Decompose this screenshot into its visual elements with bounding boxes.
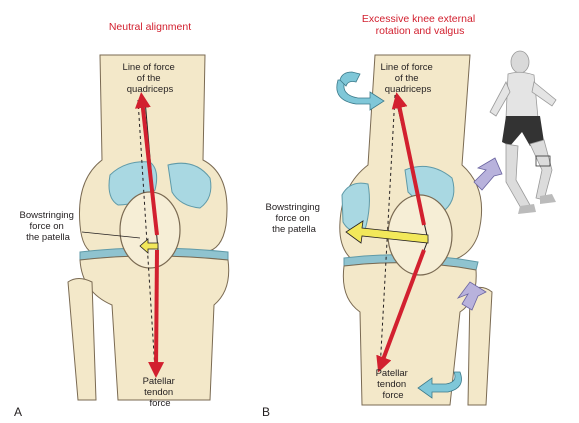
- fibula-bone-a: [68, 279, 96, 401]
- bowstring-label-b-line1: Bowstringing: [265, 202, 319, 213]
- tendon-label-a: Patellar tendon force: [143, 376, 178, 409]
- quad-label-a-line3: quadriceps: [127, 84, 174, 95]
- bowstring-label-b: Bowstringing force on the patella: [265, 202, 322, 235]
- panel-b: Excessive knee external rotation and val…: [262, 13, 556, 419]
- panel-b-title-line1: Excessive knee external: [362, 13, 475, 25]
- panel-b-title: Excessive knee external rotation and val…: [362, 13, 478, 37]
- bowstring-label-a: Bowstringing force on the patella: [19, 210, 76, 243]
- femoral-cartilage-b: [342, 183, 369, 231]
- valgus-arrow-upper-icon: [474, 158, 502, 190]
- tendon-label-a-line1: Patellar: [143, 376, 175, 387]
- quad-label-b-line3: quadriceps: [385, 84, 432, 95]
- bowstring-label-b-line3: the patella: [272, 224, 317, 235]
- tendon-label-a-line2: tendon: [144, 387, 173, 398]
- patella-a: [120, 192, 180, 268]
- panel-b-letter: B: [262, 405, 270, 419]
- patellar-tendon-force-arrow-a: [156, 250, 157, 370]
- bowstring-label-a-line2: force on: [30, 221, 64, 232]
- quad-label-a-line2: of the: [137, 73, 161, 84]
- bowstring-label-b-line2: force on: [276, 213, 310, 224]
- tendon-label-b-line3: force: [382, 390, 403, 401]
- tendon-label-b-line2: tendon: [377, 379, 406, 390]
- panel-b-title-line2: rotation and valgus: [376, 25, 465, 37]
- tendon-label-a-line3: force: [149, 398, 170, 409]
- bowstring-label-a-line1: Bowstringing: [19, 210, 73, 221]
- quad-label-a-line1: Line of force: [123, 62, 175, 73]
- tendon-label-b-line1: Patellar: [376, 368, 408, 379]
- quad-label-b-line2: of the: [395, 73, 419, 84]
- panel-a-title: Neutral alignment: [109, 21, 191, 33]
- runner-figure-icon: [490, 51, 556, 214]
- quad-label-b-line1: Line of force: [381, 62, 433, 73]
- panel-a-letter: A: [14, 405, 22, 419]
- bowstring-label-a-line3: the patella: [26, 232, 71, 243]
- panel-a: Neutral alignment Line of force of the q…: [14, 21, 229, 419]
